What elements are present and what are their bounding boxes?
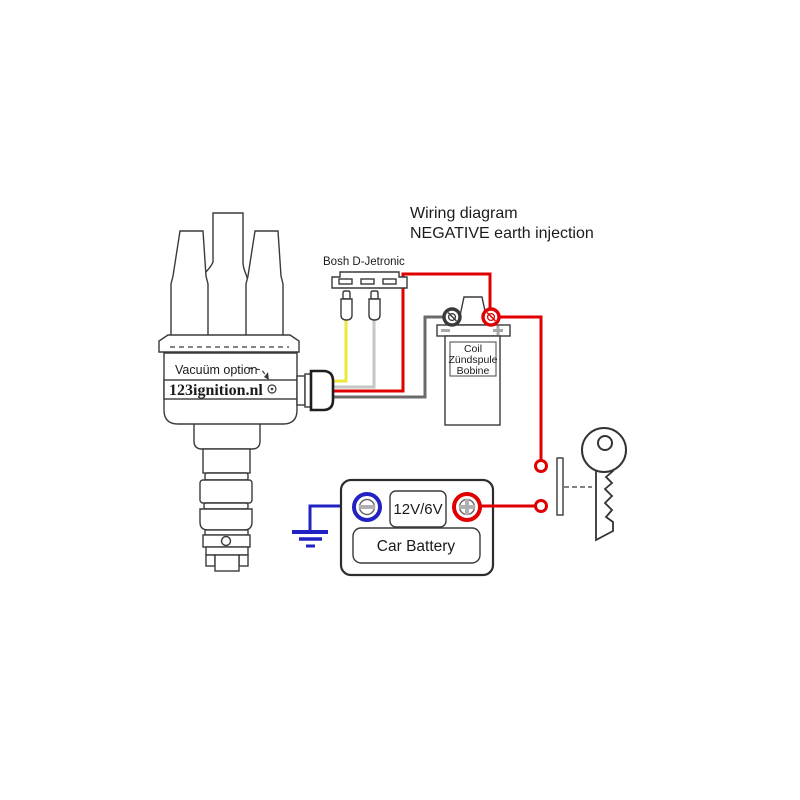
ignition-switch (534, 427, 627, 542)
battery-plus-sign-v (465, 499, 469, 515)
coil-minus-marking (441, 329, 450, 332)
distributor-cap-right-tower (245, 230, 284, 337)
vacuum-nipple-dot (270, 387, 274, 391)
red-wire-coil-to-switch (498, 315, 543, 460)
shaft-ring-2 (203, 502, 249, 510)
connector-pin-right-tip (370, 290, 379, 300)
vacuum-option-label: Vacuüm option (175, 363, 258, 377)
diagram-title-line2: NEGATIVE earth injection (410, 225, 594, 242)
coil-label-line3: Bobine (457, 365, 490, 377)
shaft-collar-1 (199, 479, 253, 504)
grey-wire (332, 320, 376, 389)
battery-minus-sign (359, 505, 375, 509)
switch-contact-lower (534, 499, 548, 513)
drive-dog-center (214, 554, 240, 572)
coil-minus-terminal-inner (447, 312, 457, 322)
connector-slot-2 (360, 278, 375, 285)
red-wire-distributor-to-coil (332, 272, 492, 393)
coil-label-box (449, 341, 497, 377)
coil-plus-terminal-inner (486, 312, 496, 322)
key-hole (597, 435, 613, 451)
bosh-connector-label: Bosh D-Jetronic (323, 256, 405, 268)
shaft-ring-1 (204, 472, 249, 481)
shaft-block (205, 546, 249, 556)
distributor (158, 212, 335, 572)
coil-minus-screw-slot (447, 312, 457, 322)
shaft-hole (220, 535, 232, 547)
drive-dog-left-tab (205, 554, 216, 567)
connector-pin-right (368, 298, 381, 321)
brand-label: 123ignition.nl (169, 382, 263, 399)
shaft-ring-3 (204, 529, 249, 536)
car-battery (339, 478, 535, 577)
battery-name-label: Car Battery (377, 538, 456, 555)
diagram-title-line1: Wiring diagram (410, 205, 518, 222)
battery-voltage-label: 12V/6V (393, 501, 442, 518)
dark-wire-distributor-to-coil (332, 315, 445, 399)
connector-pin-left (340, 298, 353, 321)
connector-pin-left-tip (342, 290, 351, 300)
coil-plus-marking-v (496, 325, 500, 336)
bosh-connector (331, 271, 408, 321)
vacuum-leader-arrowhead (264, 372, 269, 380)
vacuum-nipple-icon (267, 384, 277, 394)
ignition-coil (436, 296, 511, 426)
drive-dog-right-tab (238, 554, 249, 567)
connector-slot-3 (382, 278, 397, 285)
shaft-collar-2 (199, 508, 253, 531)
coil-plus-screw-slot (486, 312, 496, 322)
shaft-neck (202, 448, 251, 474)
yellow-wire (332, 320, 348, 383)
distributor-cap-flange (158, 334, 300, 353)
labels: Wiring diagram NEGATIVE earth injection … (169, 205, 594, 555)
distributor-cap-left-tower (170, 230, 209, 337)
switch-blade-bar (556, 457, 564, 516)
vacuum-leader-line (248, 367, 267, 377)
battery-name-box (352, 527, 481, 564)
shaft-skirt (193, 419, 261, 450)
switch-contact-upper (534, 459, 548, 473)
connector-slot-1 (338, 278, 353, 285)
wires (332, 272, 543, 460)
key-blade (595, 461, 614, 542)
wire-plug (309, 369, 335, 412)
plug-collar-step-1 (296, 375, 306, 406)
coil-label-line1: Coil (464, 343, 482, 355)
coil-label-line2: Zündspule (448, 354, 497, 366)
battery-voltage-tab (389, 490, 447, 528)
